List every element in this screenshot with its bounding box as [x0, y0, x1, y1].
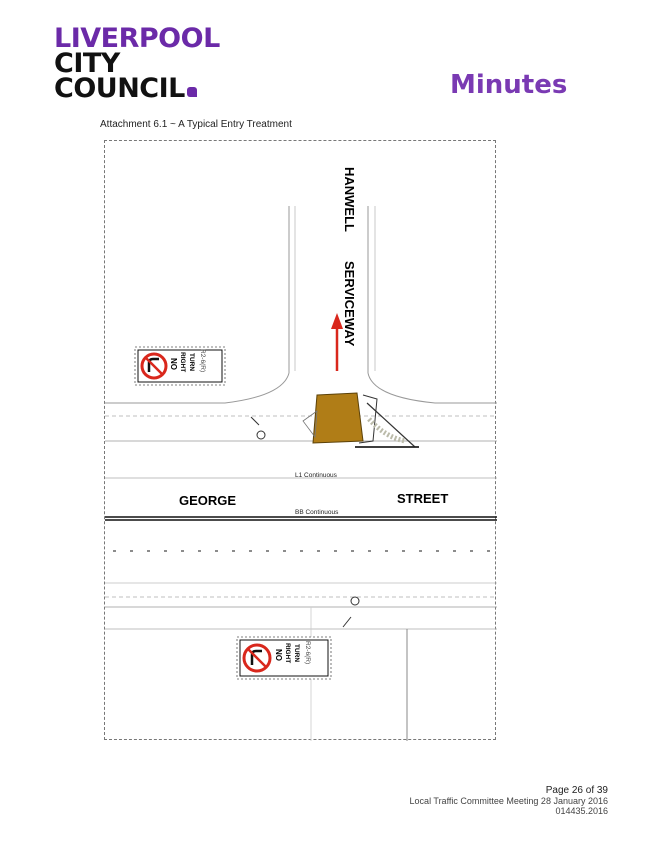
- attachment-title: Attachment 6.1 ~ A Typical Entry Treatme…: [100, 119, 292, 130]
- sign-top-turn: TURN: [188, 353, 195, 371]
- line-marking-l1: L1 Continuous: [295, 472, 338, 479]
- turn-arrow-icon: [250, 649, 262, 665]
- no-right-turn-sign-top: NO RIGHT TURN R2-6(R): [134, 346, 226, 386]
- street-label-serviceway: SERVICEWAY: [342, 261, 357, 347]
- page-number: Page 26 of 39: [545, 785, 608, 796]
- sign-bottom-code: R2-6(R): [304, 641, 311, 664]
- kerb-corner-left: [105, 372, 290, 404]
- sign-post-bottom-leader: [342, 616, 352, 628]
- page-footer: Page 26 of 39 Local Traffic Committee Me…: [409, 785, 608, 817]
- logo-line-3: COUNCIL: [54, 73, 185, 104]
- kerb-extension-left: [302, 410, 318, 439]
- kerb-extension-right: [358, 394, 378, 444]
- sign-top-right: RIGHT: [179, 352, 186, 372]
- meeting-reference: Local Traffic Committee Meeting 28 Janua…: [409, 796, 608, 806]
- logo-mark-icon: [186, 87, 197, 97]
- street-label-george: GEORGE: [179, 493, 236, 508]
- turn-arrow-icon: [147, 357, 159, 372]
- liverpool-city-council-logo: LIVERPOOL CITY COUNCIL: [54, 23, 220, 104]
- entry-treatment-drawing: HANWELL SERVICEWAY GEORGE STREET L1 Cont…: [104, 140, 497, 741]
- drawing-svg: HANWELL SERVICEWAY GEORGE STREET L1 Cont…: [105, 167, 497, 741]
- kerb-corner-right: [367, 372, 497, 404]
- sign-top-no: NO: [169, 358, 178, 370]
- line-marking-bb: BB Continuous: [295, 509, 339, 516]
- sign-bottom-no: NO: [274, 649, 283, 661]
- document-reference: 014435.2016: [555, 806, 608, 816]
- no-right-turn-sign-bottom: NO RIGHT TURN R2-6(R): [236, 636, 332, 680]
- kerb-ramp: [366, 402, 416, 448]
- entry-threshold-treatment: [312, 392, 364, 444]
- street-label-hanwell: HANWELL: [342, 167, 357, 232]
- sign-bottom-turn: TURN: [293, 644, 300, 662]
- sign-post-top: [256, 430, 266, 440]
- logo-line-2: CITY: [54, 48, 120, 79]
- section-title: Minutes: [450, 70, 568, 100]
- sign-post-top-leader: [250, 416, 260, 426]
- sign-bottom-right: RIGHT: [284, 643, 291, 663]
- logo-line-1: LIVERPOOL: [54, 23, 220, 54]
- street-label-street: STREET: [397, 491, 448, 506]
- direction-arrow-head: [331, 313, 343, 329]
- sign-post-bottom: [350, 596, 360, 606]
- sign-top-code: R2-6(R): [199, 349, 206, 372]
